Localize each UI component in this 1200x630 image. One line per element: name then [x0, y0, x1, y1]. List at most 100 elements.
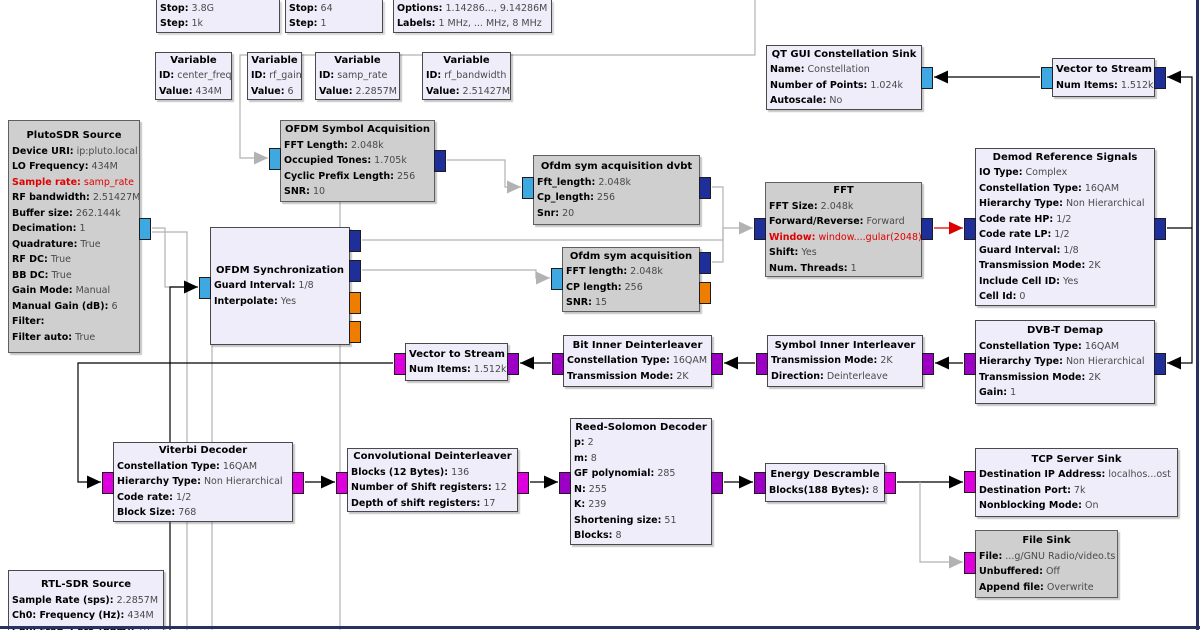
connection-wire[interactable] [712, 240, 724, 263]
port-out[interactable] [1041, 67, 1053, 89]
connection-wire[interactable] [1167, 228, 1193, 364]
block-param: Transmission Mode: 2K [979, 370, 1151, 386]
port-out[interactable] [699, 252, 711, 274]
block-param: Occupied Tones: 1.705k [284, 153, 431, 169]
port-out[interactable] [349, 321, 361, 343]
connection-wire[interactable] [1167, 76, 1193, 229]
port-in[interactable] [964, 471, 976, 493]
port-in[interactable] [559, 472, 571, 494]
block-param: Block Size: 768 [117, 505, 289, 521]
port-in[interactable] [921, 67, 933, 89]
port-out[interactable] [699, 177, 711, 199]
port-out[interactable] [552, 353, 564, 375]
port-in[interactable] [922, 353, 934, 375]
port-out[interactable] [921, 218, 933, 240]
param-label: Depth of shift registers: [351, 497, 481, 509]
block-param: Code rate LP: 1/2 [979, 227, 1151, 243]
wire-arrowhead [1167, 356, 1181, 370]
param-value: 51 [664, 514, 677, 526]
connection-wire[interactable] [919, 482, 963, 563]
port-out[interactable] [394, 353, 406, 375]
port-out[interactable] [517, 472, 529, 494]
port-out[interactable] [349, 260, 361, 282]
param-label: Transmission Mode: [771, 355, 878, 367]
port-in[interactable] [269, 148, 281, 170]
block-param: IO Type: Complex [979, 165, 1151, 181]
port-out[interactable] [711, 472, 723, 494]
param-value: 2K [676, 370, 689, 382]
param-value: 8 [872, 484, 879, 496]
port-in[interactable] [336, 472, 348, 494]
port-out[interactable] [964, 353, 976, 375]
param-value: 1/2 [175, 491, 192, 503]
param-label: Number of Shift registers: [351, 482, 492, 493]
param-label: Hierarchy Type: [979, 198, 1063, 209]
port-out[interactable] [292, 472, 304, 494]
port-out[interactable] [756, 353, 768, 375]
port-in[interactable] [551, 268, 563, 290]
port-in[interactable] [1154, 67, 1166, 89]
port-in[interactable] [964, 218, 976, 240]
port-out[interactable] [434, 150, 446, 172]
port-out[interactable] [699, 282, 711, 304]
port-in[interactable] [522, 177, 534, 199]
param-value: 2.048k [820, 200, 854, 212]
wire-arrowhead [935, 356, 949, 370]
param-value: 2.51427M [92, 192, 139, 203]
port-in[interactable] [964, 552, 976, 574]
param-label: Nonblocking Mode: [979, 500, 1082, 511]
connection-wire[interactable] [712, 186, 724, 240]
port-in[interactable] [507, 353, 519, 375]
port-in[interactable] [1154, 353, 1166, 375]
port-in[interactable] [199, 277, 211, 299]
param-value: 6 [287, 85, 294, 97]
port-in[interactable] [711, 353, 723, 375]
param-value: center_freq [177, 70, 231, 82]
param-label: Hierarchy Type: [117, 476, 201, 488]
port-out[interactable] [139, 218, 151, 240]
connection-wire[interactable] [152, 227, 196, 288]
port-in[interactable] [102, 472, 114, 494]
param-value: 17 [483, 497, 496, 509]
port-out[interactable] [349, 230, 361, 252]
connection-wire[interactable] [362, 269, 550, 279]
connection-wire[interactable] [239, 0, 756, 159]
port-in[interactable] [754, 472, 766, 494]
connection-wire[interactable] [362, 227, 753, 241]
port-in[interactable] [754, 218, 766, 240]
port-out[interactable] [1154, 218, 1166, 240]
param-label: Cp_length: [537, 192, 594, 203]
port-out[interactable] [349, 292, 361, 314]
port-out[interactable] [884, 472, 896, 494]
